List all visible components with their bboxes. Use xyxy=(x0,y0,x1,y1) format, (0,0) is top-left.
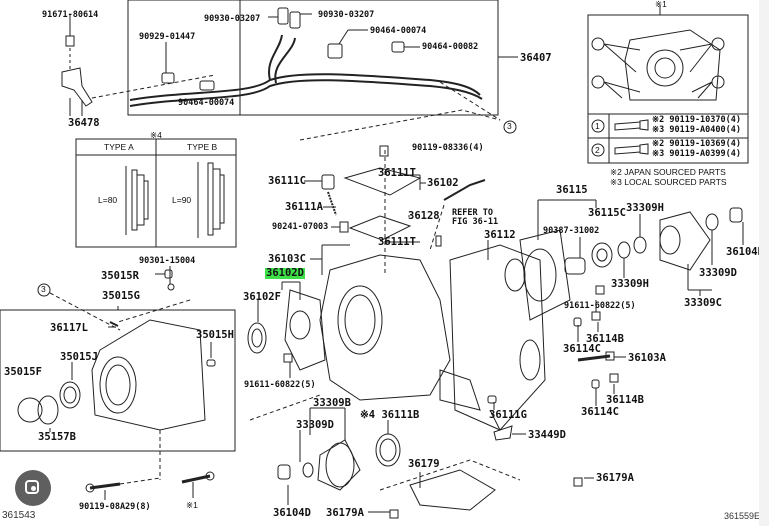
callout-90241-07003[interactable]: 90241-07003 xyxy=(272,222,329,232)
callout-35015J[interactable]: 35015J xyxy=(60,351,98,363)
callout-91611-60822-a[interactable]: 91611-60822(5) xyxy=(244,380,316,390)
callout-90929-01447[interactable]: 90929-01447 xyxy=(139,32,196,42)
lens-camera-icon xyxy=(25,480,39,494)
callout-90464-00074-a[interactable]: 90464-00074 xyxy=(178,98,235,108)
note-1-bottom: ※1 xyxy=(186,500,198,510)
callout-35015G[interactable]: 35015G xyxy=(102,290,140,302)
bolt-box-note: ※1 xyxy=(655,0,667,9)
thumbnail-caption: 361543 xyxy=(2,510,36,521)
callout-90464-00082[interactable]: 90464-00082 xyxy=(422,42,479,52)
bolt-row-2-local[interactable]: ※3 90119-A0399(4) xyxy=(652,149,742,159)
figure-id: 361559E xyxy=(724,511,761,521)
bolt-row-1-circle: 1 xyxy=(595,121,600,131)
callout-36111T-a[interactable]: 36111T xyxy=(378,167,416,179)
callout-36114B-b[interactable]: 36114B xyxy=(606,394,644,406)
scrollbar-track[interactable] xyxy=(759,0,769,526)
callout-36111C[interactable]: 36111C xyxy=(268,175,306,187)
type-a-length: L=80 xyxy=(98,195,118,205)
reference-circle-3-a: 3 xyxy=(507,121,512,131)
bolt-box xyxy=(587,14,749,164)
callout-91611-60822-b[interactable]: 91611-60822(5) xyxy=(564,301,636,311)
callout-36114C-b[interactable]: 36114C xyxy=(581,406,619,418)
callout-90930-03207-b[interactable]: 90930-03207 xyxy=(318,10,375,20)
refer-fig-link[interactable]: FIG 36-11 xyxy=(452,217,499,227)
callout-91671-80614[interactable]: 91671-80614 xyxy=(42,10,99,20)
callout-36114B-a[interactable]: 36114B xyxy=(586,333,624,345)
callout-36478[interactable]: 36478 xyxy=(68,117,100,129)
callout-35015H[interactable]: 35015H xyxy=(196,329,234,341)
callout-36104D-a[interactable]: 36104D xyxy=(726,246,764,258)
callout-90301-15004[interactable]: 90301-15004 xyxy=(139,256,196,266)
callout-36111T-b[interactable]: 36111T xyxy=(378,236,416,248)
callout-90387-31002[interactable]: 90387-31002 xyxy=(543,226,600,236)
bolt-row-2-japan[interactable]: ※2 90119-10369(4) xyxy=(652,139,742,149)
callout-36111G[interactable]: 36111G xyxy=(489,409,527,421)
callout-33309H-b[interactable]: 33309H xyxy=(611,278,649,290)
callout-33309H-a[interactable]: 33309H xyxy=(626,202,664,214)
callout-36102F[interactable]: 36102F xyxy=(243,291,281,303)
bolt-row-1-japan[interactable]: ※2 90119-10370(4) xyxy=(652,115,742,125)
callout-36179[interactable]: 36179 xyxy=(408,458,440,470)
callout-36128[interactable]: 36128 xyxy=(408,210,440,222)
callout-90464-00074-b[interactable]: 90464-00074 xyxy=(370,26,427,36)
bolt-row-1-local[interactable]: ※3 90119-A0400(4) xyxy=(652,125,742,135)
legend-japan-sourced: ※2 JAPAN SOURCED PARTS xyxy=(610,167,726,177)
type-a-label: TYPE A xyxy=(104,142,134,152)
callout-36179A-a[interactable]: 36179A xyxy=(326,507,364,519)
callout-33309B[interactable]: 33309B xyxy=(313,397,351,409)
callout-36117L[interactable]: 36117L xyxy=(50,322,88,334)
callout-36111A[interactable]: 36111A xyxy=(285,201,323,213)
callout-36115[interactable]: 36115 xyxy=(556,184,588,196)
callout-90119-08336[interactable]: 90119-08336(4) xyxy=(412,143,484,153)
bolt-row-2-circle: 2 xyxy=(595,145,600,155)
legend-local-sourced: ※3 LOCAL SOURCED PARTS xyxy=(610,177,727,187)
callout-33309D-a[interactable]: 33309D xyxy=(699,267,737,279)
callout-90119-08A29[interactable]: 90119-08A29(8) xyxy=(79,502,151,512)
type-box-note: ※4 xyxy=(150,130,162,140)
callout-35015R[interactable]: 35015R xyxy=(101,270,139,282)
refer-to-label: REFER TO xyxy=(452,208,493,218)
callout-36103A[interactable]: 36103A xyxy=(628,352,666,364)
google-lens-button[interactable] xyxy=(15,470,51,506)
callout-90930-03207-a[interactable]: 90930-03207 xyxy=(204,14,261,24)
callout-36102D-highlighted[interactable]: 36102D xyxy=(265,267,305,279)
callout-35015F[interactable]: 35015F xyxy=(4,366,42,378)
callout-36112[interactable]: 36112 xyxy=(484,229,516,241)
callout-36111B[interactable]: ※4 36111B xyxy=(360,409,420,421)
callout-36114C-a[interactable]: 36114C xyxy=(563,343,601,355)
lens-dot-icon xyxy=(31,486,36,491)
type-b-label: TYPE B xyxy=(187,142,218,152)
callout-36103C[interactable]: 36103C xyxy=(268,253,306,265)
callout-33309D-b[interactable]: 33309D xyxy=(296,419,334,431)
callout-35157B[interactable]: 35157B xyxy=(38,431,76,443)
callout-36102[interactable]: 36102 xyxy=(427,177,459,189)
callout-33449D[interactable]: 33449D xyxy=(528,429,566,441)
callout-36407[interactable]: 36407 xyxy=(520,52,552,64)
type-b-length: L=90 xyxy=(172,195,192,205)
callout-36115C[interactable]: 36115C xyxy=(588,207,626,219)
callout-36104D-b[interactable]: 36104D xyxy=(273,507,311,519)
callout-33309C[interactable]: 33309C xyxy=(684,297,722,309)
reference-circle-3-b: 3 xyxy=(41,284,46,294)
callout-36179A-b[interactable]: 36179A xyxy=(596,472,634,484)
